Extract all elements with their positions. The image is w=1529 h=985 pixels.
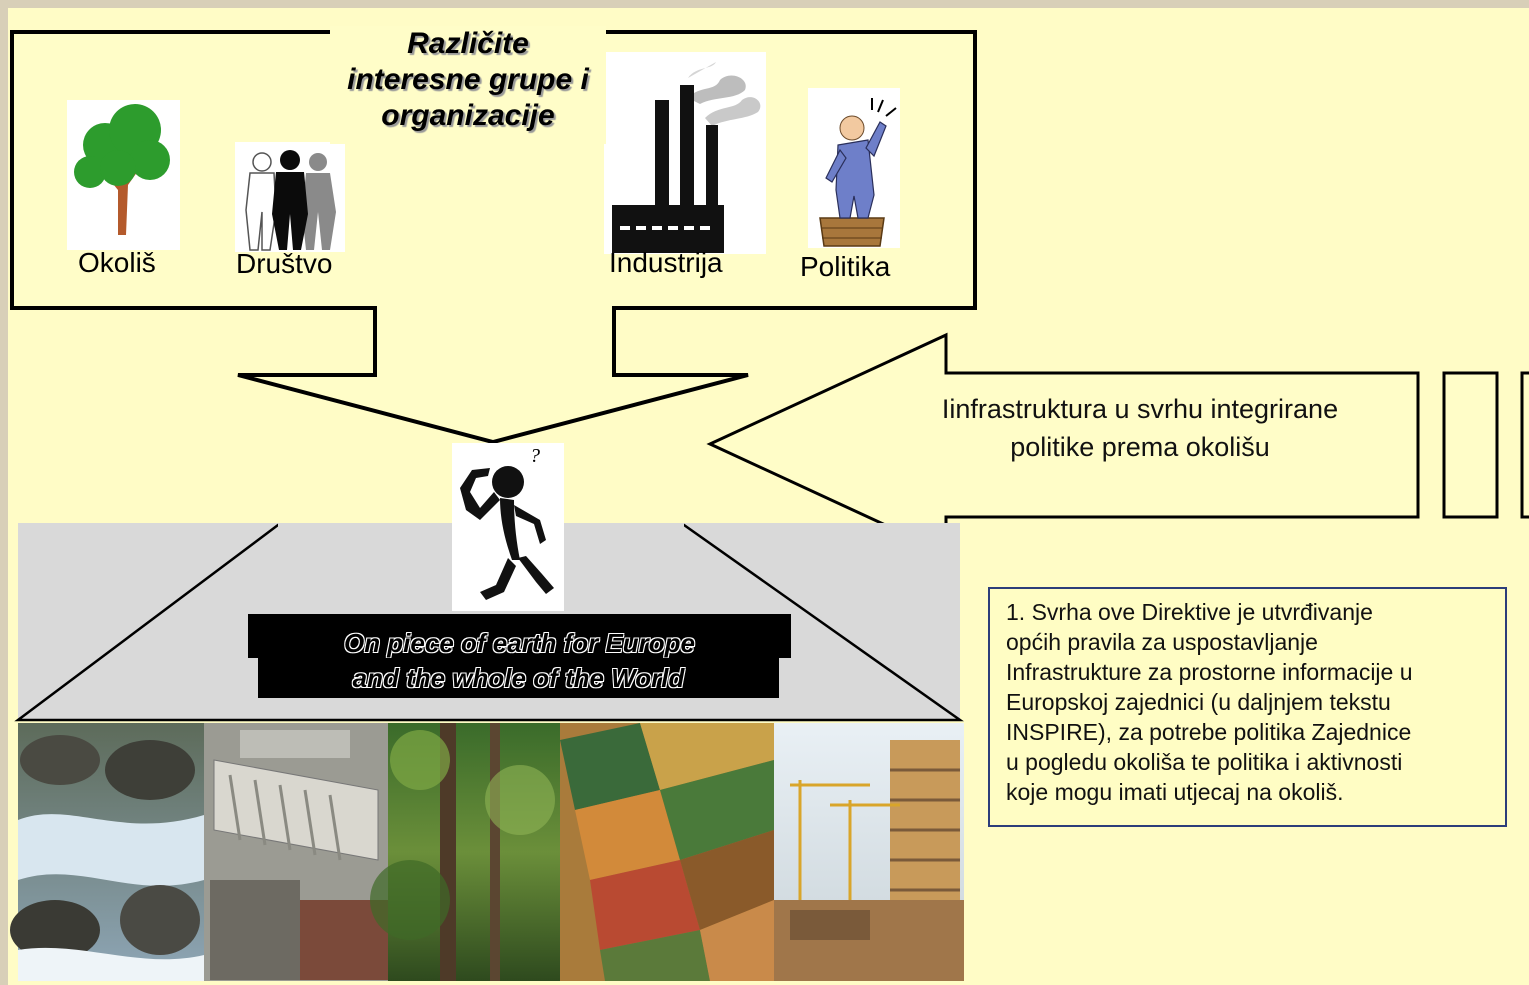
banner-line-1: On piece of earth for Europe xyxy=(248,614,791,658)
label-politika: Politika xyxy=(800,251,891,282)
quote-line: INSPIRE), za potrebe politika Zajednice xyxy=(1006,719,1412,745)
arrow-text-line-1: Iinfrastruktura u svrhu integrirane xyxy=(941,394,1339,424)
directive-quote-box: 1. Svrha ove Direktive je utvrđivanje op… xyxy=(988,587,1507,827)
river-photo xyxy=(10,723,204,981)
factory-icon xyxy=(604,52,766,254)
politician-icon xyxy=(808,88,900,248)
farmland-aerial-photo xyxy=(560,723,774,981)
label-drustvo: Društvo xyxy=(236,248,333,279)
label-okolis: Okoliš xyxy=(78,247,156,278)
industrial-buildings-photo xyxy=(204,723,388,981)
arrow-stripe-1 xyxy=(1442,371,1499,519)
photo-strip xyxy=(10,723,964,981)
arrow-text-line-2: politike prema okolišu xyxy=(1010,432,1270,462)
forest-photo xyxy=(370,723,560,981)
quote-line: u pogledu okoliša te politika i aktivnos… xyxy=(1006,749,1403,775)
title-line-2: interesne grupe i xyxy=(347,63,589,96)
quote-line: Europskoj zajednici (u daljnjem tekstu xyxy=(1006,689,1391,715)
banner-line-2: and the whole of the World xyxy=(258,658,779,698)
arrow-text: Iinfrastruktura u svrhu integrirane poli… xyxy=(900,390,1380,466)
construction-site-photo xyxy=(774,723,964,981)
quote-line: općih pravila za uspostavljanje xyxy=(1006,629,1318,655)
label-industrija: Industrija xyxy=(609,247,723,278)
quote-line: 1. Svrha ove Direktive je utvrđivanje xyxy=(1006,599,1373,625)
svg-text:?: ? xyxy=(530,445,540,467)
quote-line: koje mogu imati utjecaj na okoliš. xyxy=(1006,779,1344,805)
title-line-3: organizacije xyxy=(381,99,555,132)
tree-icon xyxy=(67,100,180,250)
quote-line: Infrastrukture za prostorne informacije … xyxy=(1006,659,1413,685)
title-line-1: Različite xyxy=(407,27,529,60)
diagram-title: Različite interesne grupe i organizacije xyxy=(330,26,606,144)
people-icon xyxy=(235,142,345,252)
arrow-stripe-2 xyxy=(1520,371,1529,519)
thinking-man-icon: ? xyxy=(452,443,564,611)
